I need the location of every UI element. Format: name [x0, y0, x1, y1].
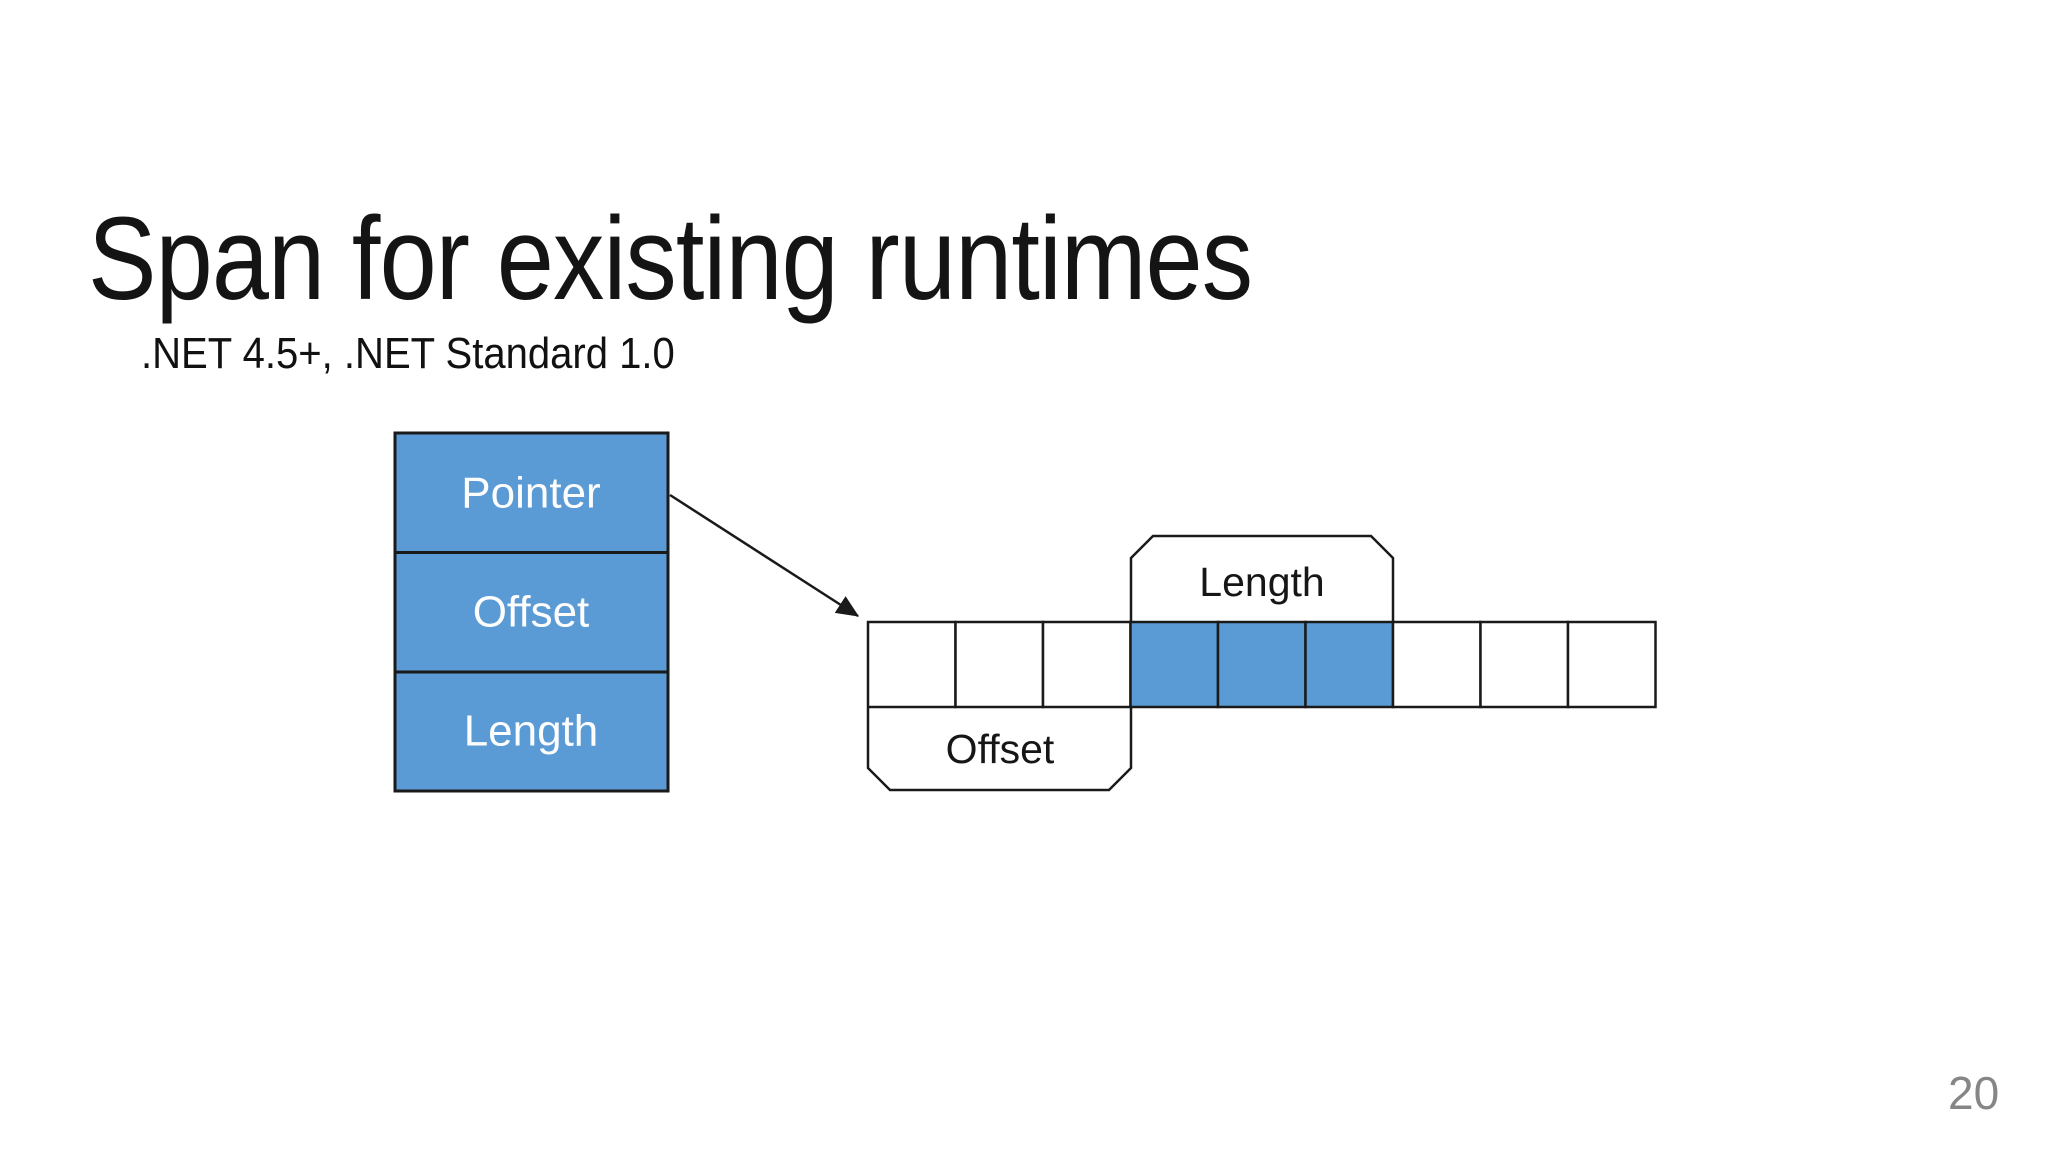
- slide-title-text: Span for existing runtimes: [88, 193, 1253, 326]
- offset-callout: Offset: [866, 708, 1133, 792]
- length-callout-shape: [1129, 534, 1395, 621]
- array-cell-0: [866, 620, 957, 709]
- struct-cell-pointer-label: Pointer: [461, 469, 600, 518]
- struct-cell-offset: [393, 551, 670, 674]
- slide-subtitle-text: .NET 4.5+, .NET Standard 1.0: [141, 329, 675, 378]
- array-cell-4: [1216, 620, 1307, 709]
- memory-array: [866, 620, 1657, 709]
- page-number: 20: [1948, 1067, 2000, 1119]
- struct-cell-length: [393, 670, 670, 793]
- slide-title: Span for existing runtimes: [88, 189, 1426, 331]
- array-cell-8: [1566, 620, 1657, 709]
- slide-subtitle: .NET 4.5+, .NET Standard 1.0: [141, 328, 728, 381]
- span-struct-box: Pointer Offset Length: [393, 431, 670, 793]
- offset-callout-shape: [866, 708, 1133, 792]
- struct-cell-length-label: Length: [464, 707, 599, 756]
- array-cell-2: [1041, 620, 1132, 709]
- length-callout: Length: [1129, 534, 1395, 621]
- array-cell-7: [1479, 620, 1570, 709]
- array-cell-6: [1391, 620, 1482, 709]
- length-callout-label: Length: [1199, 559, 1324, 605]
- array-cell-3: [1129, 620, 1220, 709]
- pointer-arrow: [669, 493, 860, 618]
- array-cell-5: [1304, 620, 1395, 709]
- offset-callout-label: Offset: [946, 726, 1055, 772]
- array-cell-1: [954, 620, 1045, 709]
- struct-cell-offset-label: Offset: [473, 588, 590, 637]
